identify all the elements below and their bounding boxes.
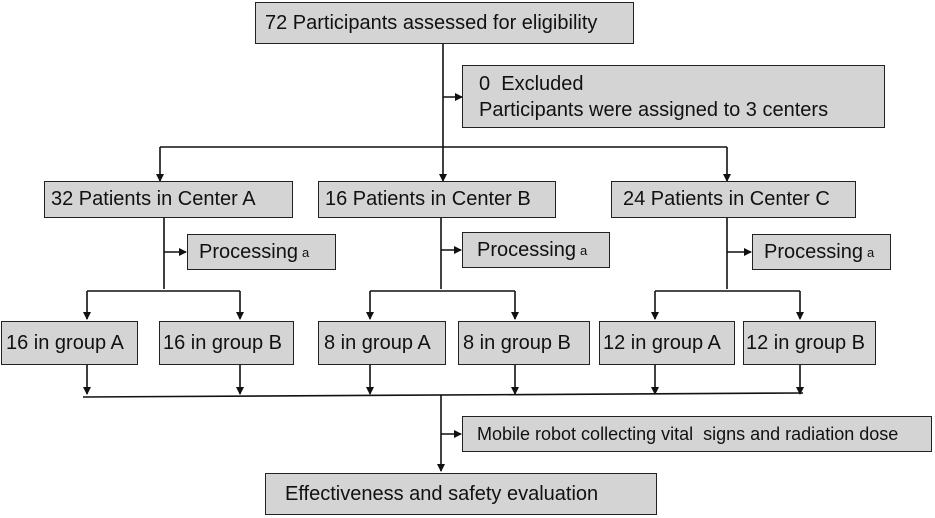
processing-c-text: Processing — [764, 240, 863, 263]
processing-a-text: Processing — [199, 240, 298, 263]
excluded-line-2: Participants were assigned to 3 centers — [479, 98, 829, 121]
center-c-text: 24 Patients in Center C — [623, 188, 830, 210]
assessed-box: 72 Participants assessed for eligibility — [255, 2, 634, 44]
c-group-b-box: 12 in group B — [743, 321, 876, 365]
evaluation-text: Effectiveness and safety evaluation — [285, 482, 599, 505]
robot-box: Mobile robot collecting vital signs and … — [462, 416, 932, 452]
processing-b-footnote: a — [579, 242, 588, 258]
b-group-a-text: 8 in group A — [324, 331, 431, 354]
b-group-b-text: 8 in group B — [463, 331, 571, 354]
c-group-a-box: 12 in group A — [599, 321, 735, 365]
assessed-text: 72 Participants assessed for eligibility — [265, 11, 598, 34]
center-b-text: 16 Patients in Center B — [325, 188, 531, 210]
evaluation-box: Effectiveness and safety evaluation — [265, 473, 657, 515]
center-b-box: 16 Patients in Center B — [318, 181, 556, 218]
c-group-b-text: 12 in group B — [746, 331, 865, 354]
center-a-text: 32 Patients in Center A — [51, 188, 256, 210]
merge-bar — [82, 392, 804, 398]
processing-b-text: Processing — [477, 238, 576, 261]
b-group-b-box: 8 in group B — [458, 321, 590, 365]
center-a-box: 32 Patients in Center A — [44, 181, 293, 218]
a-group-b-text: 16 in group B — [163, 331, 282, 354]
center-c-box: 24 Patients in Center C — [611, 181, 856, 218]
excluded-box: 0 Excluded Participants were assigned to… — [462, 65, 885, 128]
processing-c-footnote: a — [866, 244, 875, 260]
excluded-line-1: 0 Excluded — [479, 72, 584, 95]
processing-a-footnote: a — [301, 244, 310, 260]
a-group-b-box: 16 in group B — [159, 321, 294, 365]
a-group-a-box: 16 in group A — [1, 321, 138, 365]
c-group-a-text: 12 in group A — [603, 331, 721, 354]
a-group-a-text: 16 in group A — [6, 331, 124, 354]
b-group-a-box: 8 in group A — [318, 321, 446, 365]
robot-text: Mobile robot collecting vital signs and … — [477, 423, 899, 444]
